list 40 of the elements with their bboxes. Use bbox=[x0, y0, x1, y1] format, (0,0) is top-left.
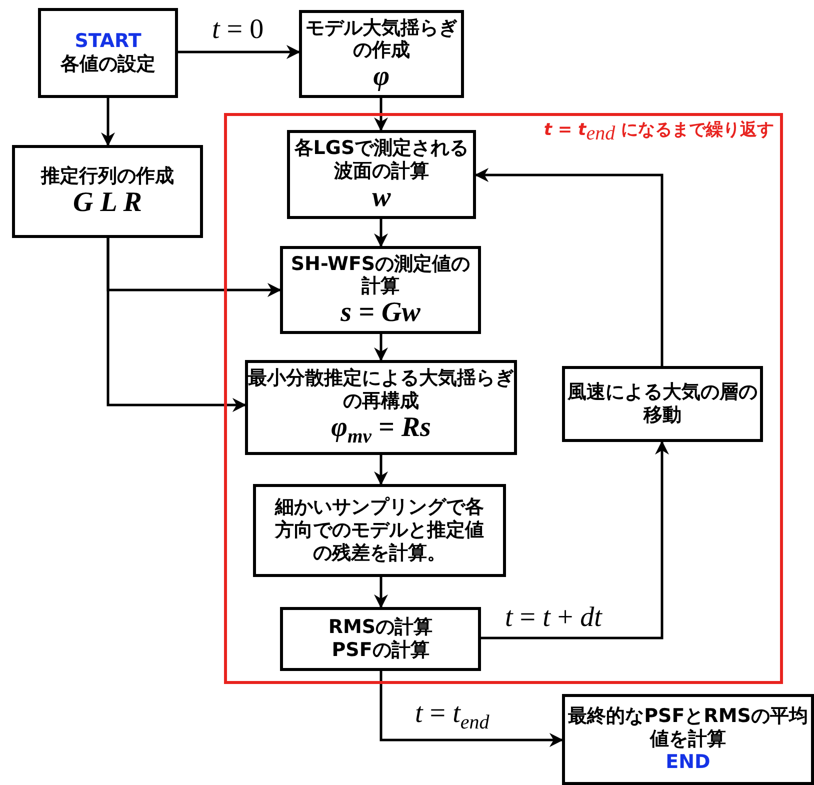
step-text: 最終的なPSFとRMSの平均値を計算 bbox=[567, 705, 809, 751]
process-box bbox=[562, 694, 814, 785]
arrow bbox=[374, 577, 388, 608]
terminal-label: END bbox=[666, 750, 710, 774]
arrow bbox=[177, 45, 300, 59]
arrow bbox=[380, 671, 564, 747]
arrow bbox=[374, 455, 388, 486]
arrow bbox=[374, 219, 388, 248]
terminal-label: START bbox=[74, 30, 142, 53]
arrow bbox=[101, 98, 115, 146]
step-text: 推定行列の作成 bbox=[41, 165, 174, 188]
arrow bbox=[481, 440, 669, 640]
arrow bbox=[374, 334, 388, 362]
formula: G L R bbox=[73, 188, 142, 218]
process-box bbox=[280, 607, 481, 671]
process-box bbox=[12, 145, 203, 238]
arrow bbox=[374, 98, 388, 132]
step-text: 最小分散推定による大気揺らぎの再構成 bbox=[248, 367, 514, 413]
process-box bbox=[280, 246, 481, 334]
formula: w bbox=[372, 182, 391, 212]
arrow bbox=[106, 238, 246, 412]
process-box bbox=[299, 10, 464, 98]
step-text: RMSの計算 bbox=[328, 616, 433, 639]
process-box bbox=[245, 360, 517, 455]
step-text: 各LGSで測定される波面の計算 bbox=[293, 137, 470, 183]
step-text: SH-WFSの測定値の計算 bbox=[290, 252, 472, 298]
process-box bbox=[38, 8, 178, 98]
step-text: 細かいサンプリングで各方向でのモデルと推定値の残差を計算。 bbox=[274, 496, 485, 565]
step-text: 各値の設定 bbox=[60, 53, 156, 76]
step-text: モデル大気揺らぎの作成 bbox=[304, 16, 458, 62]
formula: s = Gw bbox=[340, 298, 420, 328]
formula: φ bbox=[373, 62, 390, 92]
step-text: PSFの計算 bbox=[332, 639, 430, 662]
process-box bbox=[562, 366, 763, 442]
process-box bbox=[287, 130, 476, 219]
loop-frame bbox=[224, 113, 783, 684]
step-text: 風速による大気の層の移動 bbox=[566, 381, 758, 427]
process-box bbox=[253, 484, 506, 577]
formula: φ$_{mv}$ = Rs bbox=[331, 412, 431, 448]
arrow bbox=[474, 168, 664, 366]
